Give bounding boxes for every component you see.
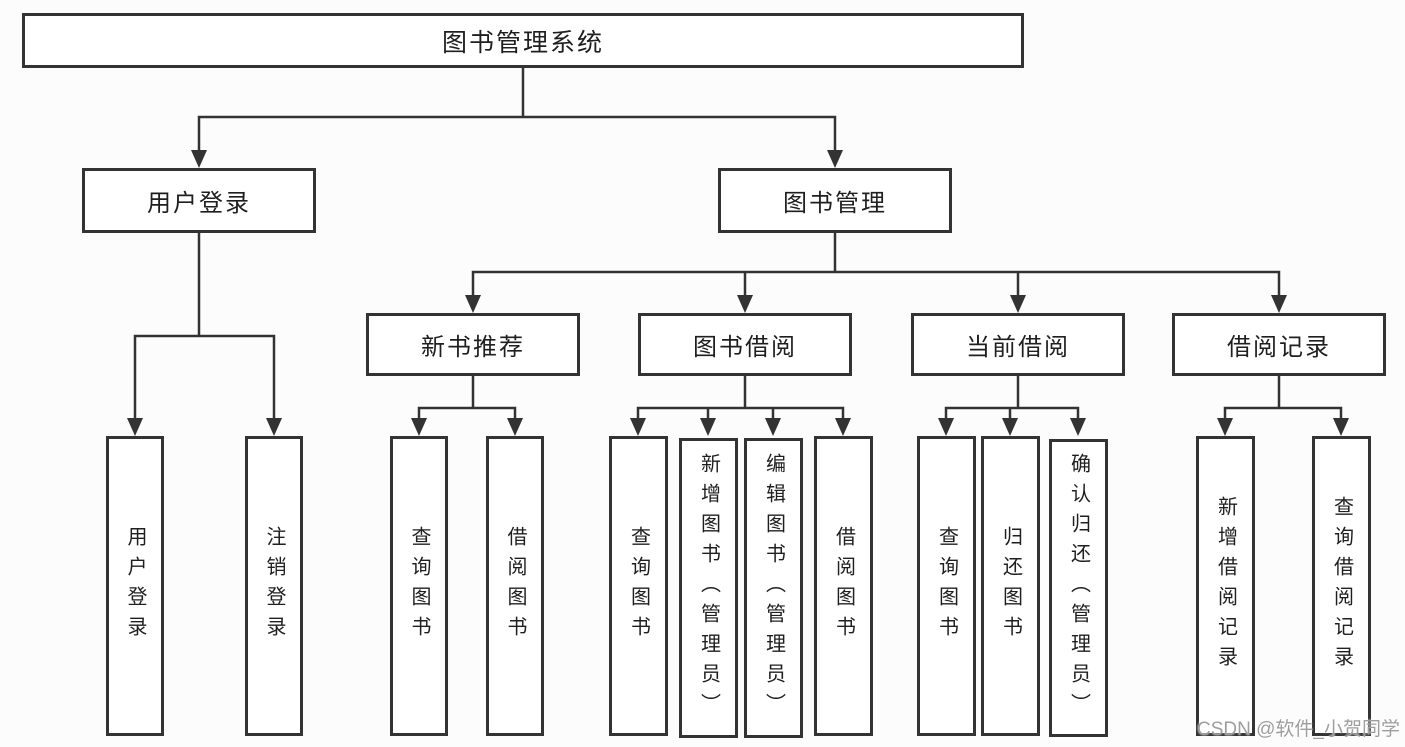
node-label: 图书管理 xyxy=(783,190,887,217)
node-label: 新增借阅记录 xyxy=(1214,496,1237,676)
node-label: 归还图书 xyxy=(999,526,1022,646)
node-user-login-branch: 用户登录 xyxy=(82,168,316,233)
node-leaf-return-books: 归还图书 xyxy=(981,436,1040,736)
node-label: 新书推荐 xyxy=(421,334,525,361)
node-label: 新增图书（管理员） xyxy=(697,453,720,723)
node-label: 注销登录 xyxy=(263,526,285,646)
node-label: 查询图书 xyxy=(408,526,430,646)
watermark: CSDN @软件_小贺同学 xyxy=(1197,719,1400,740)
node-new-book-recommend: 新书推荐 xyxy=(366,313,580,376)
connector-segments xyxy=(133,66,1343,426)
node-leaf-user-login: 用户登录 xyxy=(106,436,164,736)
node-label: 用户登录 xyxy=(147,190,251,217)
node-current-borrowing: 当前借阅 xyxy=(911,313,1125,376)
node-book-borrowing: 图书借阅 xyxy=(638,313,852,376)
node-leaf-borrow-books: 借阅图书 xyxy=(814,436,873,736)
node-leaf-query-borrow-record: 查询借阅记录 xyxy=(1312,436,1371,736)
node-label: 借阅记录 xyxy=(1227,334,1331,361)
node-leaf-current-query-books: 查询图书 xyxy=(917,436,976,736)
node-label: 当前借阅 xyxy=(966,334,1070,361)
node-label: 用户登录 xyxy=(124,526,146,646)
node-leaf-rec-query-books: 查询图书 xyxy=(390,436,448,736)
node-label: 图书借阅 xyxy=(693,334,797,361)
node-label: 查询图书 xyxy=(627,526,650,646)
node-leaf-borrow-query-books: 查询图书 xyxy=(609,436,668,736)
node-label: 图书管理系统 xyxy=(441,28,604,57)
node-label: 借阅图书 xyxy=(504,526,526,646)
node-label: 借阅图书 xyxy=(832,526,855,646)
node-borrowing-records: 借阅记录 xyxy=(1172,313,1386,376)
node-label: 编辑图书（管理员） xyxy=(762,453,785,723)
node-leaf-edit-book-admin: 编辑图书（管理员） xyxy=(744,438,803,738)
node-label: 确认归还（管理员） xyxy=(1067,453,1090,723)
node-book-management-branch: 图书管理 xyxy=(718,168,952,233)
node-leaf-confirm-return-admin: 确认归还（管理员） xyxy=(1049,439,1108,737)
node-leaf-logout: 注销登录 xyxy=(245,436,303,736)
node-leaf-add-book-admin: 新增图书（管理员） xyxy=(679,438,738,738)
node-label: 查询借阅记录 xyxy=(1330,496,1353,676)
node-label: 查询图书 xyxy=(935,526,958,646)
node-root: 图书管理系统 xyxy=(22,13,1024,68)
node-leaf-add-borrow-record: 新增借阅记录 xyxy=(1196,436,1255,736)
node-leaf-rec-borrow-books: 借阅图书 xyxy=(486,436,544,736)
